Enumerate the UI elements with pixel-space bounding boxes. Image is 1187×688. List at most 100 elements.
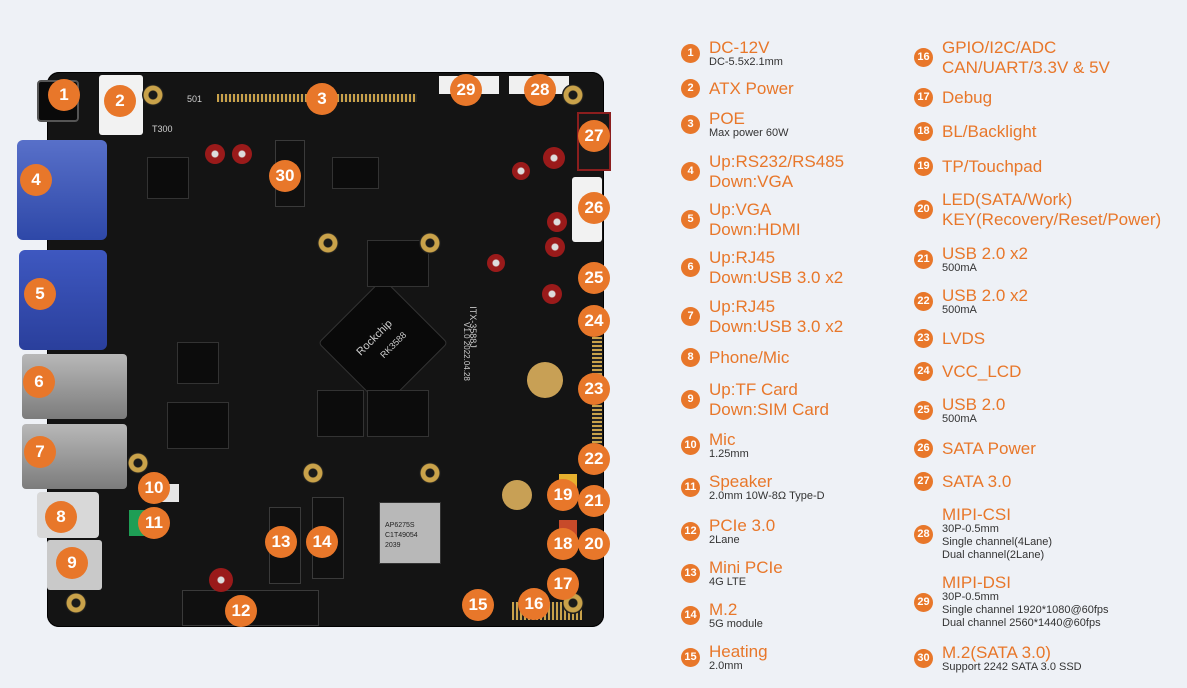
board-marker-21: 21 [578, 485, 610, 517]
legend-title: Up:RS232/RS485 [709, 152, 845, 171]
legend-badge: 21 [914, 250, 933, 269]
mounting-hole [302, 462, 324, 484]
board-marker-2: 2 [104, 85, 136, 117]
legend-title: Heating [709, 642, 768, 661]
wifi-module-label-b: C1T49054 [385, 532, 418, 539]
board-marker-27: 27 [578, 120, 610, 152]
board-marker-28: 28 [524, 74, 556, 106]
ram-chip-a [367, 240, 429, 287]
wifi-module-label-a: AP6275S [385, 522, 415, 529]
legend-title: Up:RJ45 [709, 297, 776, 316]
legend-title-line2: Down:USB 3.0 x2 [709, 317, 844, 336]
legend-title: M.2(SATA 3.0) [942, 643, 1051, 662]
board-marker-26: 26 [578, 192, 610, 224]
legend-sub-line2: Single channel 1920*1080@60fps [942, 604, 1109, 616]
soc-chip [317, 277, 449, 409]
board-marker-9: 9 [56, 547, 88, 579]
board-marker-12: 12 [225, 595, 257, 627]
legend-badge: 27 [914, 472, 933, 491]
legend-sub: 500mA [942, 262, 977, 274]
board-version-label: V1.0 2022.04.28 [461, 322, 471, 381]
board-marker-24: 24 [578, 305, 610, 337]
legend-badge: 10 [681, 436, 700, 455]
legend-title: Up:TF Card [709, 380, 798, 399]
legend-title: PCIe 3.0 [709, 516, 776, 535]
legend-sub: 5G module [709, 618, 763, 630]
legend-badge: 25 [914, 401, 933, 420]
mounting-hole [65, 592, 87, 614]
board-marker-15: 15 [462, 589, 494, 621]
capacitor [547, 212, 567, 232]
mounting-hole [317, 232, 339, 254]
resistor-label-2: T300 [152, 124, 173, 134]
legend-badge: 11 [681, 478, 700, 497]
legend-badge: 29 [914, 593, 933, 612]
heatsink-fan [502, 480, 532, 510]
legend-badge: 22 [914, 292, 933, 311]
legend-badge: 7 [681, 307, 700, 326]
legend-badge: 3 [681, 115, 700, 134]
ram-chip-b [367, 390, 429, 437]
board-marker-3: 3 [306, 83, 338, 115]
legend-badge: 28 [914, 525, 933, 544]
legend-sub-line3: Dual channel(2Lane) [942, 549, 1045, 561]
legend-badge: 20 [914, 200, 933, 219]
board-marker-16: 16 [518, 588, 550, 620]
legend-sub: 1.25mm [709, 448, 749, 460]
mounting-hole [142, 84, 164, 106]
legend-badge: 15 [681, 648, 700, 667]
legend-title: Speaker [709, 472, 773, 491]
legend-title-line2: Down:HDMI [709, 220, 801, 239]
capacitor [205, 144, 225, 164]
legend-sub: 2.0mm 10W-8Ω Type-D [709, 490, 825, 502]
ic-chip-a [177, 342, 219, 384]
legend-sub-line2: Single channel(4Lane) [942, 536, 1053, 548]
legend-badge: 17 [914, 88, 933, 107]
legend-title: USB 2.0 [942, 395, 1006, 414]
legend-badge: 6 [681, 258, 700, 277]
board-marker-14: 14 [306, 526, 338, 558]
board-marker-5: 5 [24, 278, 56, 310]
legend-sub: 2Lane [709, 534, 740, 546]
legend-title: DC-12V [709, 38, 770, 57]
capacitor [487, 254, 505, 272]
board-marker-10: 10 [138, 472, 170, 504]
board-marker-1: 1 [48, 79, 80, 111]
legend-title: LED(SATA/Work) [942, 190, 1073, 209]
legend-title-line2: CAN/UART/3.3V & 5V [942, 58, 1110, 77]
mounting-hole [127, 452, 149, 474]
capacitor [543, 147, 565, 169]
legend-badge: 9 [681, 390, 700, 409]
legend-badge: 16 [914, 48, 933, 67]
legend-sub-line3: Dual channel 2560*1440@60fps [942, 617, 1101, 629]
legend-title: USB 2.0 x2 [942, 286, 1028, 305]
legend-badge: 12 [681, 522, 700, 541]
legend-title: MIPI-DSI [942, 573, 1011, 592]
resistor-label: 501 [187, 94, 203, 104]
legend-sub: 2.0mm [709, 660, 743, 672]
wifi-module-label-c: 2039 [385, 542, 401, 549]
legend-sub: 30P-0.5mm [942, 523, 999, 535]
legend-title: Up:VGA [709, 200, 772, 219]
board-marker-20: 20 [578, 528, 610, 560]
legend-title: VCC_LCD [942, 362, 1022, 381]
legend-title: ATX Power [709, 79, 794, 98]
board-marker-30: 30 [269, 160, 301, 192]
mounting-hole [419, 462, 441, 484]
legend-sub: DC-5.5x2.1mm [709, 56, 783, 68]
legend-badge: 1 [681, 44, 700, 63]
board-marker-4: 4 [20, 164, 52, 196]
legend-title: USB 2.0 x2 [942, 244, 1028, 263]
legend-title-line2: Down:VGA [709, 172, 794, 191]
legend-badge: 26 [914, 439, 933, 458]
legend-title-line2: Down:SIM Card [709, 400, 829, 419]
legend-title: MIPI-CSI [942, 505, 1011, 524]
legend-badge: 30 [914, 649, 933, 668]
capacitor [545, 237, 565, 257]
legend-sub: 4G LTE [709, 576, 747, 588]
legend-badge: 5 [681, 210, 700, 229]
legend-badge: 24 [914, 362, 933, 381]
legend-title: Mic [709, 430, 736, 449]
board-marker-29: 29 [450, 74, 482, 106]
legend-sub: Max power 60W [709, 127, 789, 139]
